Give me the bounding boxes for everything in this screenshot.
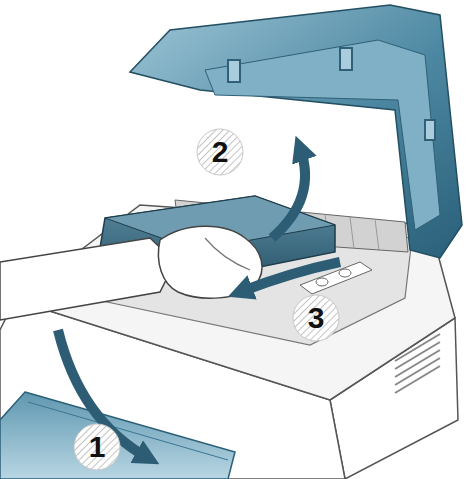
- callout-circle: 2: [196, 128, 244, 176]
- motion-arrow: [240, 262, 340, 292]
- finger-line: [205, 238, 250, 270]
- motion-arrow: [272, 148, 305, 238]
- callout-circle: 1: [73, 423, 121, 471]
- hatched-disc: [74, 424, 120, 470]
- panel-button: [316, 278, 328, 286]
- callout-number: 2: [212, 137, 229, 167]
- hatched-disc: [197, 129, 243, 175]
- arm: [0, 238, 175, 320]
- tray-edge: [28, 402, 228, 460]
- hatched-disc: [293, 295, 339, 341]
- lid-clips: [228, 48, 435, 140]
- callout-circle: 3: [292, 294, 340, 342]
- callout-number: 1: [89, 432, 106, 462]
- callout-number: 3: [308, 303, 325, 333]
- panel-button: [339, 269, 351, 277]
